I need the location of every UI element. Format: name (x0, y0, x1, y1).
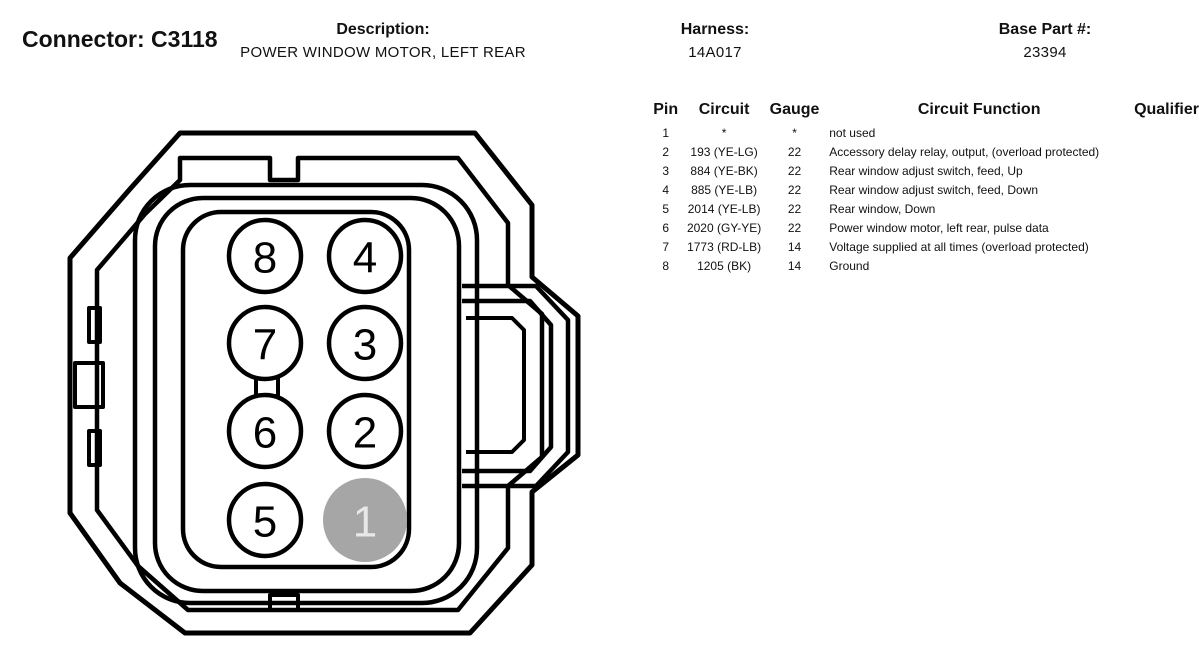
pinout-cell-function: not used (829, 125, 876, 140)
pinout-cell-gauge: 22 (787, 182, 802, 197)
pinout-cell-circuit: 1773 (RD-LB) (687, 239, 762, 254)
col-header-gauge: Gauge (769, 101, 820, 118)
base-part-value: 23394 (1023, 44, 1067, 61)
pinout-cell-circuit: 193 (YE-LG) (690, 144, 758, 159)
pinout-row: 4 885 (YE-LB) 22 Rear window adjust switch,… (648, 180, 1199, 199)
pinout-cell-function: Rear window adjust switch, feed, Down (829, 182, 1039, 197)
pinout-cell-pin: 1 (662, 125, 669, 140)
pinout-cell-gauge: 22 (787, 201, 802, 216)
base-part-label: Base Part #: (998, 21, 1092, 38)
pinout-cell-pin: 5 (662, 201, 669, 216)
side-slot-top (87, 306, 102, 344)
pinout-cell-gauge: * (792, 125, 797, 140)
pin-cavity-2 (326, 392, 404, 470)
side-slot-middle (73, 361, 105, 409)
pin-cavity-5 (226, 481, 304, 559)
pinout-cell-function: Voltage supplied at all times (overload … (829, 239, 1089, 254)
pinout-cell-pin: 6 (662, 220, 669, 235)
pinout-row: 6 2020 (GY-YE) 22 Power window motor, left … (648, 218, 1199, 237)
housing-inner-3 (180, 209, 412, 570)
pinout-cell-gauge: 22 (787, 163, 802, 178)
pin-number-2: 2 (353, 409, 377, 458)
pinout-cell-gauge: 22 (787, 144, 802, 159)
pinout-row: 8 1205 (BK) 14 Ground (648, 256, 1199, 275)
pinout-row: 3 884 (YE-BK) 22 Rear window adjust switch,… (648, 161, 1199, 180)
pinout-row: 5 2014 (YE-LB) 22 Rear window, Down (648, 199, 1199, 218)
connector-housing (67, 130, 581, 636)
harness-value: 14A017 (688, 44, 742, 61)
pinout-cell-function: Ground (829, 258, 870, 273)
col-header-function: Circuit Function (917, 101, 1041, 118)
pin-cavity-8 (226, 217, 304, 295)
pinout-cell-circuit: 884 (YE-BK) (690, 163, 758, 178)
keying-notch-bottom (268, 593, 300, 610)
pinout-cell-qualifier (1134, 256, 1199, 275)
pin-number-7: 7 (253, 321, 277, 370)
pinout-cell-circuit: * (721, 125, 727, 140)
pinout-cell-qualifier (1134, 218, 1199, 237)
pin-number-5: 5 (253, 498, 277, 547)
pin-cavity-group: 8 4 7 3 6 2 5 1 (226, 217, 407, 562)
pinout-cell-function: Power window motor, left rear, pulse dat… (829, 220, 1049, 235)
pin-cavity-1 (323, 478, 407, 562)
col-header-qualifier: Qualifier (1134, 101, 1199, 118)
pinout-cell-qualifier (1134, 199, 1199, 218)
pinout-row: 7 1773 (RD-LB) 14 Voltage supplied at all t… (648, 237, 1199, 256)
pinout-cell-qualifier (1134, 180, 1199, 199)
pin-cavity-3 (326, 304, 404, 382)
connector-id: Connector: C3118 (22, 26, 218, 52)
housing-inner-2 (152, 195, 462, 594)
pin-cavity-7 (226, 304, 304, 382)
pinout-cell-pin: 2 (662, 144, 669, 159)
col-header-pin: Pin (653, 101, 679, 118)
pinout-cell-pin: 4 (662, 182, 669, 197)
pinout-cell-qualifier (1134, 161, 1199, 180)
pinout-cell-qualifier (1134, 142, 1199, 161)
pinout-cell-gauge: 14 (787, 258, 802, 273)
description-value: POWER WINDOW MOTOR, LEFT REAR (240, 44, 526, 61)
pinout-cell-qualifier (1134, 237, 1199, 256)
pin-number-3: 3 (353, 321, 377, 370)
pinout-cell-circuit: 1205 (BK) (697, 258, 752, 273)
pinout-cell-function: Accessory delay relay, output, (overload… (829, 144, 1100, 159)
pinout-cell-pin: 3 (662, 163, 669, 178)
pin-number-8: 8 (253, 234, 277, 283)
description-label: Description: (336, 21, 430, 38)
latch-arm (466, 316, 526, 454)
housing-outer-outline (67, 130, 581, 636)
pinout-cell-circuit: 2020 (GY-YE) (686, 220, 762, 235)
pin-cavity-6 (226, 392, 304, 470)
pinout-cell-circuit: 885 (YE-LB) (691, 182, 758, 197)
pinout-row: 1 * * not used (648, 123, 1199, 142)
pinout-header-row: Pin Circuit Gauge Circuit Function Quali… (648, 99, 1199, 123)
pinout-cell-qualifier (1134, 123, 1199, 142)
pin-number-4: 4 (353, 234, 377, 283)
pinout-cell-gauge: 14 (787, 239, 802, 254)
harness-label: Harness: (680, 21, 750, 38)
side-slot-bottom (87, 429, 102, 467)
pinout-row: 2 193 (YE-LG) 22 Accessory delay relay, out… (648, 142, 1199, 161)
pinout-cell-function: Rear window, Down (829, 201, 936, 216)
pinout-cell-gauge: 22 (787, 220, 802, 235)
latch-outer (462, 283, 571, 489)
pin-number-6: 6 (253, 409, 277, 458)
pin-cavity-4 (326, 217, 404, 295)
latch-inner (462, 298, 554, 474)
pinout-cell-circuit: 2014 (YE-LB) (687, 201, 761, 216)
pin-number-1: 1 (353, 498, 377, 547)
connector-face-diagram: 8 4 7 3 6 2 5 1 (67, 130, 581, 636)
pinout-table: Pin Circuit Gauge Circuit Function Quali… (648, 99, 1199, 275)
pinout-cell-pin: 8 (662, 258, 669, 273)
pinout-cell-function: Rear window adjust switch, feed, Up (829, 163, 1023, 178)
col-header-circuit: Circuit (698, 101, 750, 118)
housing-inner-1 (132, 182, 480, 606)
pinout-cell-pin: 7 (662, 239, 669, 254)
